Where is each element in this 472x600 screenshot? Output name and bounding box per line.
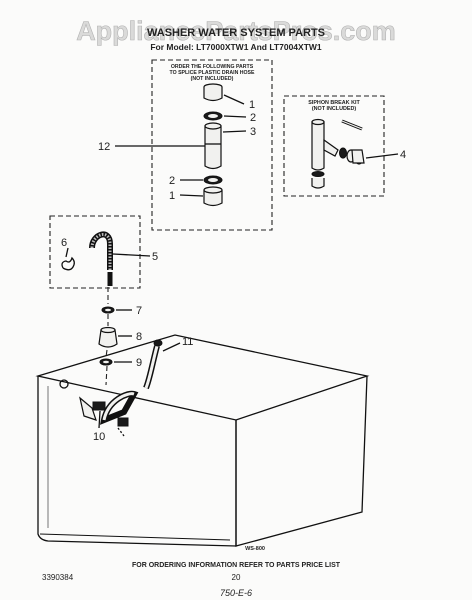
callout-8: 8 [136,331,142,343]
watermark-text: AppliancePartsPros.com [76,16,396,46]
callout-7: 7 [136,305,142,317]
siphon-break-parts [311,118,365,189]
doc-number: 3390384 [42,573,74,582]
drain-hose-box [49,215,141,289]
callout-11: 11 [182,336,193,348]
inlet-hose [143,339,163,390]
callout-2-top: 2 [250,112,256,124]
drain-connection-parts [98,306,118,366]
model-line: For Model: LT7000XTW1 And LT7004XTW1 [150,42,322,52]
callout-1-top: 1 [249,99,255,111]
order-note-line2: TO SPLICE PLASTIC DRAIN HOSE [170,70,255,76]
order-note-line1: ORDER THE FOLLOWING PARTS [171,64,254,70]
splice-parts-box [151,59,273,231]
drain-hose [89,231,113,286]
page-number: 20 [232,573,241,582]
order-note-line3: (NOT INCLUDED) [191,76,234,82]
handwritten-note: 750-E-6 [220,588,252,598]
callout-6: 6 [61,237,67,249]
callout-2-bottom: 2 [169,175,175,187]
callout-10: 10 [93,431,105,443]
hose-clip [61,256,75,271]
siphon-note-line1: SIPHON BREAK KIT [308,100,360,106]
callout-1-bottom: 1 [169,190,175,202]
callout-9: 9 [136,357,142,369]
ordering-info: FOR ORDERING INFORMATION REFER TO PARTS … [132,562,341,569]
callout-12: 12 [98,141,110,153]
siphon-note-line2: (NOT INCLUDED) [312,106,357,112]
diagram-code: WS-800 [245,546,265,552]
splice-parts-stack [203,83,223,207]
drain-connector-assembly [79,390,139,427]
callout-4: 4 [400,149,406,161]
diagram-title: WASHER WATER SYSTEM PARTS [147,27,325,39]
washer-cabinet [35,334,370,547]
callout-3: 3 [250,126,256,138]
callout-5: 5 [152,251,158,263]
siphon-kit-box [283,95,385,197]
